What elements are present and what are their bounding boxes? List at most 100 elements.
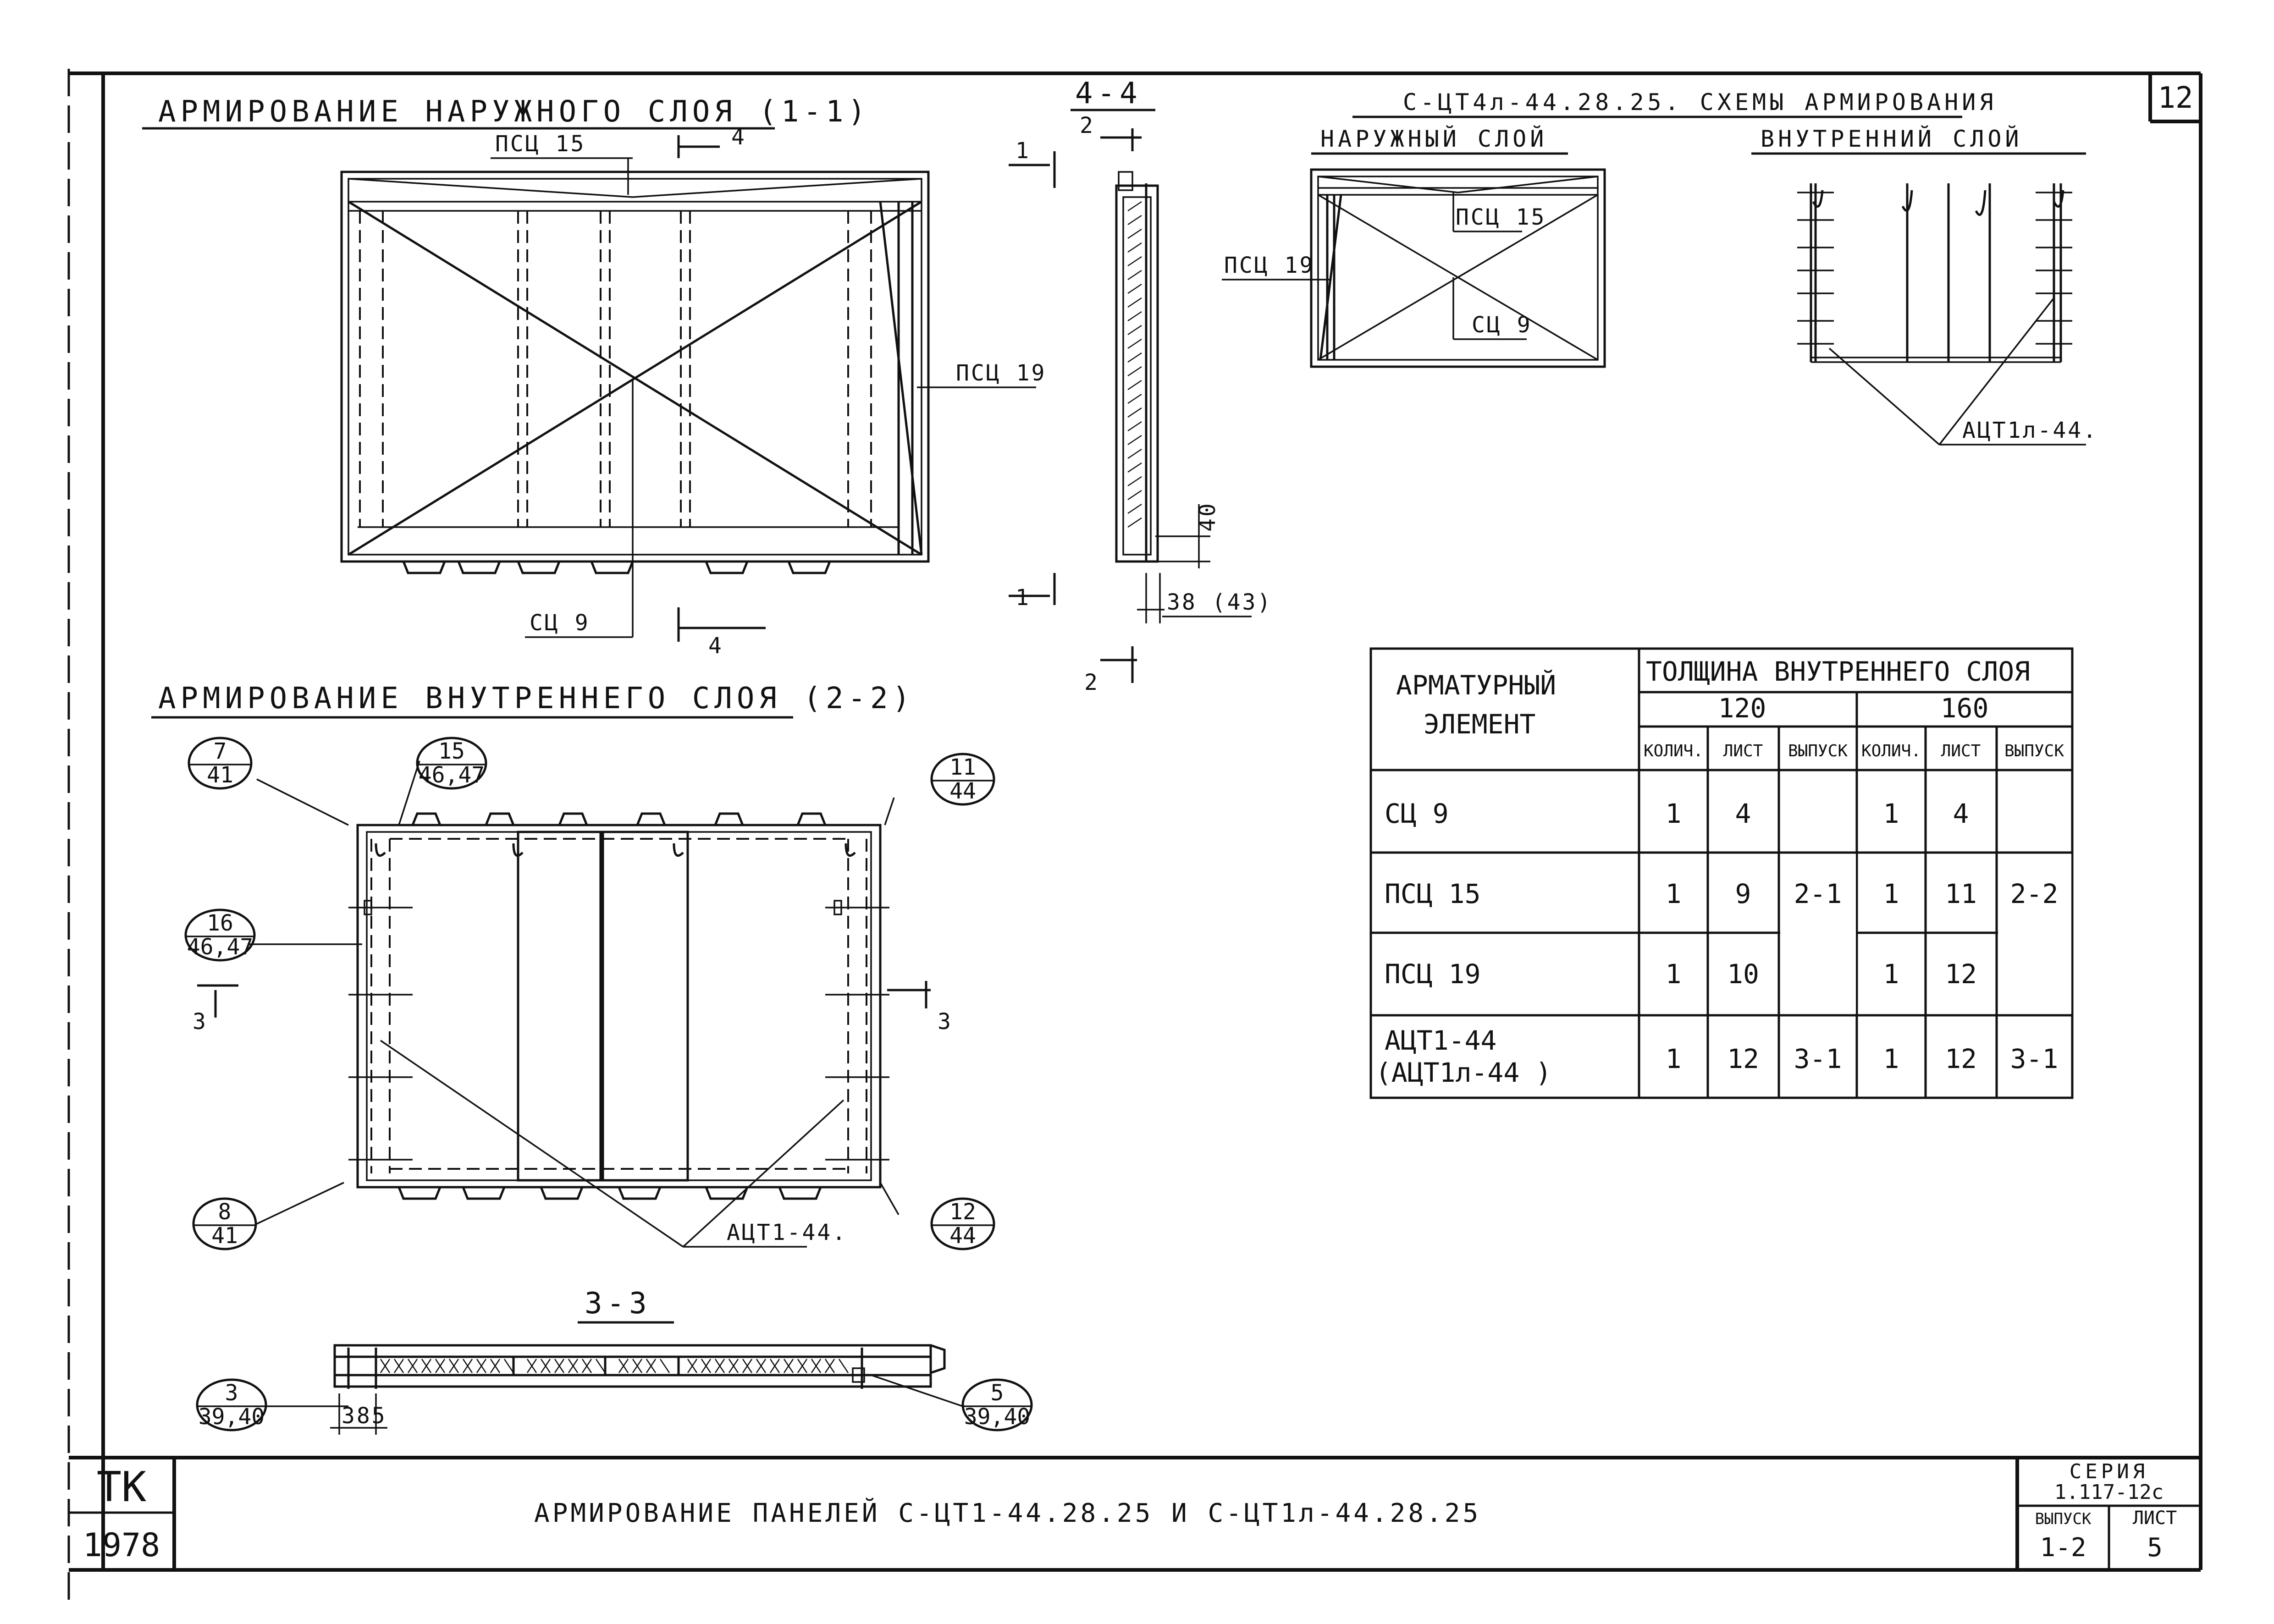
svg-text:11: 11 bbox=[949, 754, 976, 780]
sheet-number: 12 bbox=[2158, 81, 2193, 115]
section-3-marker-left: 3 bbox=[193, 1009, 208, 1035]
dim-38: 38 (43) bbox=[1167, 589, 1272, 615]
table-sub-issue-2: ВЫПУСК bbox=[2004, 742, 2064, 760]
callout-11-44: 11 44 bbox=[930, 753, 995, 806]
svg-text:9: 9 bbox=[1735, 878, 1751, 909]
svg-text:12: 12 bbox=[1945, 1043, 1977, 1074]
table-row: ПСЦ 19 1 10 1 12 bbox=[1385, 958, 1977, 990]
inner-layer-view: АРМИРОВАНИЕ ВНУТРЕННЕГО СЛОЯ (2-2) АЦТ1-… bbox=[151, 682, 951, 1248]
svg-text:12: 12 bbox=[1945, 958, 1977, 990]
table-row: ПСЦ 15 1 9 1 11 bbox=[1385, 878, 1977, 909]
label-pscz19-outer: ПСЦ 19 bbox=[956, 360, 1046, 386]
table-issue-120-a: 2-1 bbox=[1794, 878, 1842, 909]
callout-15-4647: 15 46,47 bbox=[416, 737, 487, 790]
scheme-outer: ПСЦ 15 ПСЦ 19 СЦ 9 bbox=[1222, 168, 1606, 368]
svg-text:8: 8 bbox=[218, 1199, 232, 1225]
section-33-title: 3-3 bbox=[585, 1287, 651, 1321]
svg-text:4: 4 bbox=[1735, 798, 1751, 829]
svg-text:1: 1 bbox=[1883, 798, 1899, 829]
scheme-label-pscz15: ПСЦ 15 bbox=[1456, 204, 1546, 230]
label-pscz15-outer: ПСЦ 15 bbox=[495, 131, 585, 157]
title-series-label: СЕРИЯ bbox=[2070, 1460, 2148, 1483]
svg-text:44: 44 bbox=[949, 778, 976, 804]
svg-text:41: 41 bbox=[211, 1223, 238, 1249]
svg-text:3: 3 bbox=[225, 1380, 238, 1406]
title-sheet: 5 bbox=[2147, 1533, 2163, 1563]
svg-text:1: 1 bbox=[1666, 878, 1682, 909]
svg-text:7: 7 bbox=[214, 738, 227, 764]
schemes: С-ЦТ4л-44.28.25. СХЕМЫ АРМИРОВАНИЯ НАРУЖ… bbox=[1222, 89, 2098, 446]
insulation-hatch-44 bbox=[1127, 201, 1142, 528]
section-44-marker-2-bottom: 2 bbox=[1084, 670, 1099, 695]
scheme-inner: АЦТ1л-44. bbox=[1797, 183, 2098, 446]
table-row: СЦ 9 1 4 1 4 bbox=[1385, 798, 1969, 829]
svg-text:(АЦТ1л-44 ): (АЦТ1л-44 ) bbox=[1375, 1057, 1551, 1088]
marker-4-bottom: 4 bbox=[708, 633, 723, 659]
title-issue-label: ВЫПУСК bbox=[2035, 1510, 2092, 1528]
table-row: АЦТ1-44 (АЦТ1л-44 ) 1 12 1 12 bbox=[1375, 1025, 1977, 1088]
svg-text:39,40: 39,40 bbox=[964, 1404, 1031, 1430]
svg-text:39,40: 39,40 bbox=[199, 1404, 265, 1430]
table-sub-issue-1: ВЫПУСК bbox=[1788, 742, 1848, 760]
section-44-marker-2-top: 2 bbox=[1080, 113, 1095, 138]
section-33-view: 3-3 385 bbox=[266, 1287, 963, 1435]
table-sub-sheet-2: ЛИСТ bbox=[1941, 742, 1981, 760]
svg-text:12: 12 bbox=[949, 1199, 976, 1225]
svg-text:ПСЦ 15: ПСЦ 15 bbox=[1385, 878, 1481, 909]
label-scz9-outer: СЦ 9 bbox=[530, 610, 590, 636]
svg-text:16: 16 bbox=[207, 910, 233, 936]
inner-label-act: АЦТ1-44. bbox=[727, 1220, 847, 1245]
svg-text:41: 41 bbox=[207, 762, 233, 788]
callout-8-41: 8 41 bbox=[192, 1197, 257, 1250]
table-header-element-1: АРМАТУРНЫЙ bbox=[1396, 669, 1556, 701]
callout-3-3940: 3 39,40 bbox=[196, 1378, 267, 1431]
scheme-outer-title: НАРУЖНЫЙ СЛОЙ bbox=[1320, 125, 1547, 152]
scheme-label-scz9: СЦ 9 bbox=[1472, 312, 1532, 338]
inner-title: АРМИРОВАНИЕ ВНУТРЕННЕГО СЛОЯ (2-2) bbox=[158, 682, 915, 716]
section-44-marker-1-top: 1 bbox=[1016, 138, 1031, 164]
outer-title: АРМИРОВАНИЕ НАРУЖНОГО СЛОЯ (1-1) bbox=[158, 95, 870, 129]
svg-text:1: 1 bbox=[1883, 958, 1899, 990]
table-header-thickness: ТОЛЩИНА ВНУТРЕННЕГО СЛОЯ bbox=[1646, 656, 2030, 687]
title-issue: 1-2 bbox=[2040, 1533, 2086, 1563]
svg-text:46,47: 46,47 bbox=[187, 934, 254, 960]
dim-385: 385 bbox=[342, 1403, 387, 1429]
title-series: 1.117-12с bbox=[2054, 1481, 2164, 1504]
callout-12-44: 12 44 bbox=[930, 1197, 995, 1250]
svg-text:10: 10 bbox=[1727, 958, 1759, 990]
dim-40: 40 bbox=[1195, 501, 1220, 532]
section-44-title: 4-4 bbox=[1075, 77, 1142, 110]
table-sub-qty-2: КОЛИЧ. bbox=[1861, 742, 1921, 760]
svg-text:СЦ 9: СЦ 9 bbox=[1385, 798, 1449, 829]
callout-7-41: 7 41 bbox=[188, 737, 253, 790]
svg-text:5: 5 bbox=[991, 1380, 1004, 1406]
section-44-marker-1-bottom: 1 bbox=[1016, 585, 1031, 611]
svg-text:12: 12 bbox=[1727, 1043, 1759, 1074]
svg-text:1: 1 bbox=[1666, 958, 1682, 990]
table-issue-160-b: 3-1 bbox=[2010, 1043, 2059, 1074]
table-header-element-2: ЭЛЕМЕНТ bbox=[1424, 709, 1535, 740]
table-issue-160-a: 2-2 bbox=[2010, 878, 2059, 909]
insulation-hatch-33 bbox=[380, 1359, 849, 1373]
table-issue-120-b: 3-1 bbox=[1794, 1043, 1842, 1074]
section-44-view: 4-4 2 1 1 40 38 (43) 2 bbox=[1009, 77, 1272, 695]
marker-4-top: 4 bbox=[731, 124, 746, 150]
reinforcement-table: АРМАТУРНЫЙ ЭЛЕМЕНТ ТОЛЩИНА ВНУТРЕННЕГО С… bbox=[1369, 647, 2074, 1099]
outer-layer-view: АРМИРОВАНИЕ НАРУЖНОГО СЛОЯ (1-1) ПСЦ 15 … bbox=[142, 95, 1046, 659]
svg-text:1: 1 bbox=[1883, 1043, 1899, 1074]
title-block: ТК 1978 АРМИРОВАНИЕ ПАНЕЛЕЙ С-ЦТ1-44.28.… bbox=[69, 1456, 2201, 1570]
schemes-title: С-ЦТ4л-44.28.25. СХЕМЫ АРМИРОВАНИЯ bbox=[1403, 89, 1997, 116]
svg-text:46,47: 46,47 bbox=[419, 762, 485, 788]
svg-text:ПСЦ 19: ПСЦ 19 bbox=[1385, 958, 1481, 990]
title-sheet-label: ЛИСТ bbox=[2133, 1508, 2177, 1529]
svg-text:1: 1 bbox=[1883, 878, 1899, 909]
table-header-160: 160 bbox=[1941, 693, 1989, 724]
table-header-120: 120 bbox=[1718, 693, 1766, 724]
sheet-frame: 12 bbox=[67, 69, 2202, 1604]
title-year: 1978 bbox=[83, 1526, 160, 1564]
table-sub-qty-1: КОЛИЧ. bbox=[1644, 742, 1703, 760]
scheme-label-pscz19: ПСЦ 19 bbox=[1224, 253, 1314, 278]
scheme-label-actl: АЦТ1л-44. bbox=[1962, 418, 2098, 443]
svg-text:1: 1 bbox=[1666, 1043, 1682, 1074]
